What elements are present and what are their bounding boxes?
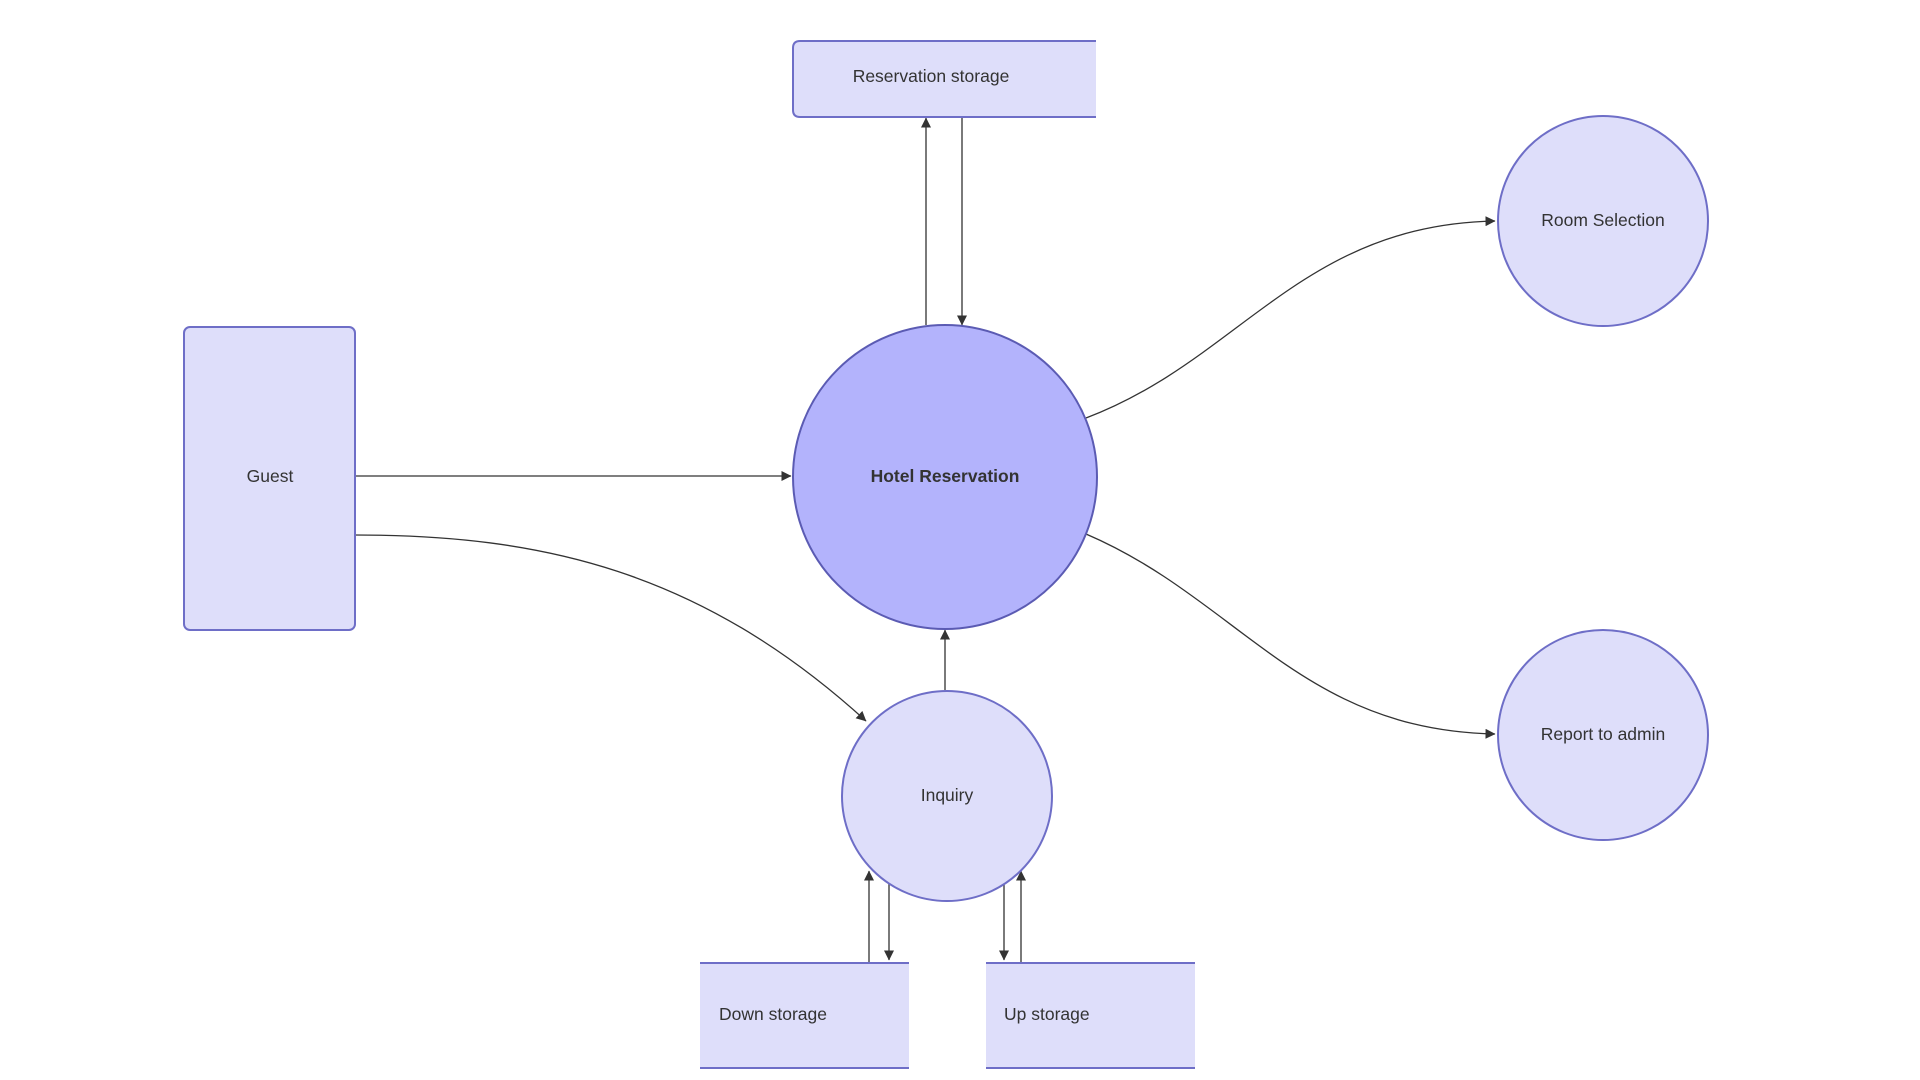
edge-hotel-to-report	[1085, 533, 1496, 739]
node-inquiry[interactable]: Inquiry	[841, 690, 1053, 902]
node-reservation-storage-label: Reservation storage	[853, 66, 1010, 86]
node-reservation-storage[interactable]: Reservation storage	[792, 40, 1096, 118]
node-guest-label: Guest	[247, 466, 294, 486]
node-up-storage-label: Up storage	[1004, 1004, 1090, 1024]
node-down-storage-label: Down storage	[719, 1004, 827, 1024]
node-hotel-reservation[interactable]: Hotel Reservation	[792, 324, 1098, 630]
node-guest[interactable]: Guest	[183, 326, 356, 631]
edges	[354, 117, 1496, 962]
node-up-storage[interactable]: Up storage	[986, 962, 1195, 1069]
node-report-to-admin[interactable]: Report to admin	[1497, 629, 1709, 841]
node-room-selection[interactable]: Room Selection	[1497, 115, 1709, 327]
edge-guest-to-inquiry	[354, 534, 867, 722]
node-report-to-admin-label: Report to admin	[1541, 724, 1666, 744]
node-down-storage[interactable]: Down storage	[700, 962, 909, 1069]
node-hotel-reservation-label: Hotel Reservation	[871, 466, 1020, 486]
node-room-selection-label: Room Selection	[1541, 210, 1665, 230]
edge-hotel-to-room-selection	[1085, 216, 1496, 419]
node-inquiry-label: Inquiry	[921, 785, 974, 805]
